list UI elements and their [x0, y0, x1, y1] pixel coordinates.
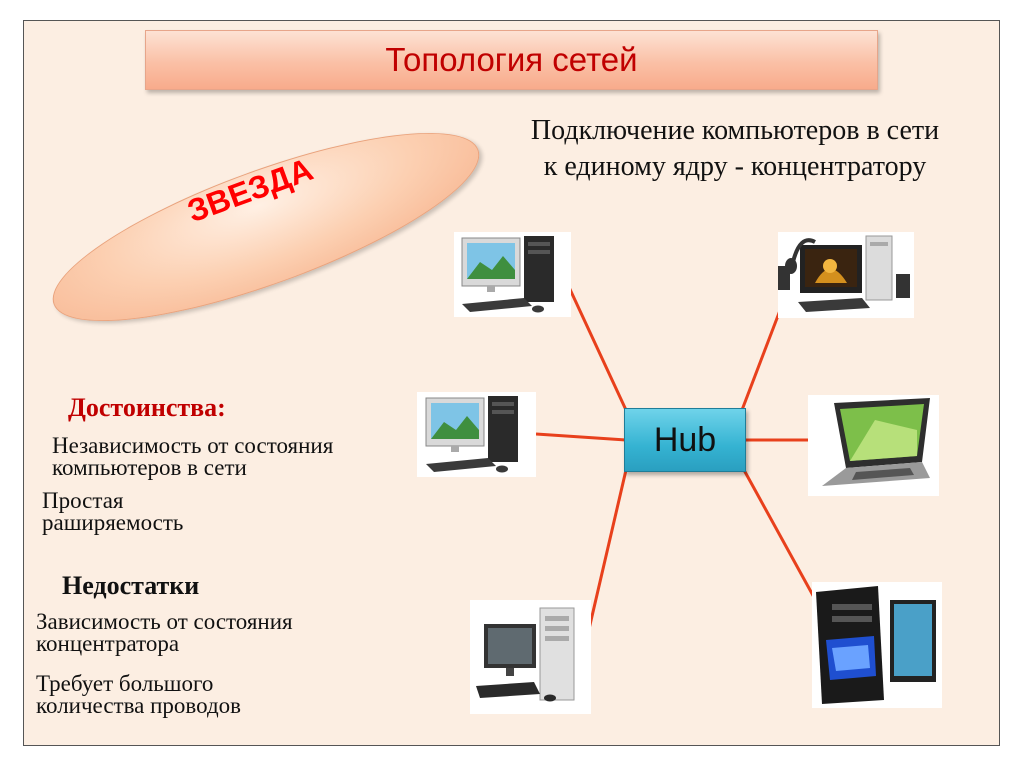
subtitle-line-1: Подключение компьютеров в сети	[530, 115, 940, 146]
node-desktop-with-headphones-top-right	[778, 232, 914, 318]
desktop-computer-headphones-icon	[778, 235, 910, 312]
laptop-icon	[822, 398, 930, 486]
disadvantage-item-2: Требует большого количества проводов	[36, 671, 242, 718]
advantage-item-1-line-2: компьютеров в сети	[52, 455, 247, 480]
disadvantage-item-2-line-2: количества проводов	[36, 693, 242, 718]
advantage-item-2: Простая раширяемость	[42, 488, 184, 535]
hub-node: Hub	[624, 408, 746, 472]
desktop-computer-icon	[425, 396, 518, 473]
hub-label: Hub	[653, 420, 717, 459]
disadvantage-item-2-line-1: Требует большого	[36, 671, 214, 696]
subtitle-line-2: к единому ядру - концентратору	[543, 151, 927, 182]
advantage-item-1: Независимость от состояния компьютеров в…	[52, 433, 334, 480]
advantages-heading: Достоинства:	[68, 393, 226, 422]
advantage-item-2-line-2: раширяемость	[42, 510, 184, 535]
title-banner: Топология сетей	[145, 30, 878, 90]
node-laptop-middle-right	[808, 395, 939, 496]
gaming-pc-icon	[816, 586, 936, 704]
page-title: Топология сетей	[385, 41, 638, 78]
disadvantage-item-1: Зависимость от состояния концентратора	[36, 609, 293, 656]
link-hub-middle-left	[535, 432, 627, 442]
node-desktop-bottom-left	[470, 600, 591, 714]
advantage-item-1-line-1: Независимость от состояния	[52, 433, 334, 458]
node-desktop-top-left	[454, 232, 571, 317]
disadvantages-heading: Недостатки	[62, 571, 200, 600]
node-gaming-pc-bottom-right	[812, 582, 942, 708]
disadvantage-item-1-line-1: Зависимость от состояния	[36, 609, 293, 634]
subtitle: Подключение компьютеров в сети к единому…	[470, 113, 1000, 185]
disadvantage-item-1-line-2: концентратора	[36, 631, 180, 656]
desktop-computer-icon	[476, 607, 575, 702]
link-hub-top-left	[566, 284, 628, 411]
advantage-item-2-line-1: Простая	[42, 488, 124, 513]
desktop-computer-icon	[461, 236, 554, 313]
node-desktop-middle-left	[417, 392, 536, 477]
